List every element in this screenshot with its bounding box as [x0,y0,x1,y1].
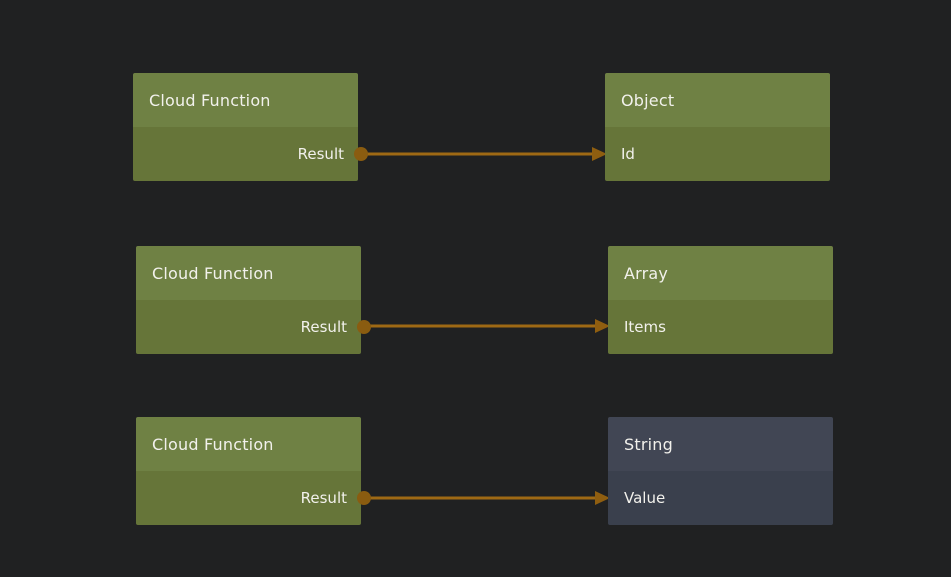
port-label: Id [621,145,635,163]
node-object[interactable]: Object Id [605,73,830,181]
node-cloud-function-2[interactable]: Cloud Function Result [136,246,371,354]
node-header[interactable]: Object [605,73,830,127]
port-result[interactable]: Result [133,127,368,181]
node-title: Object [621,90,675,110]
port-items[interactable]: Items [608,300,833,354]
port-label: Items [624,318,666,336]
port-label: Value [624,489,666,507]
node-cloud-function-1[interactable]: Cloud Function Result [133,73,368,181]
port-label: Result [297,145,344,163]
node-body: Result [133,127,368,181]
connection-result-to-value[interactable] [362,491,610,505]
port-id[interactable]: Id [605,127,830,181]
port-value[interactable]: Value [608,471,833,525]
node-title: Cloud Function [152,263,274,283]
output-port-dot[interactable] [357,491,371,505]
node-header[interactable]: String [608,417,833,471]
node-string[interactable]: String Value [608,417,833,525]
node-title: Cloud Function [149,90,271,110]
node-body: Result [136,471,371,525]
node-header[interactable]: Cloud Function [136,246,361,300]
node-body: Items [608,300,833,354]
node-title: String [624,434,673,454]
output-port-dot[interactable] [354,147,368,161]
node-title: Array [624,263,669,283]
port-result[interactable]: Result [136,471,371,525]
port-result[interactable]: Result [136,300,371,354]
connection-result-to-id[interactable] [360,147,607,161]
node-body: Value [608,471,833,525]
node-header[interactable]: Cloud Function [133,73,358,127]
output-port-dot[interactable] [357,320,371,334]
node-header[interactable]: Array [608,246,833,300]
node-body: Id [605,127,830,181]
connection-result-to-items[interactable] [362,319,610,333]
node-header[interactable]: Cloud Function [136,417,361,471]
node-body: Result [136,300,371,354]
node-title: Cloud Function [152,434,274,454]
node-cloud-function-3[interactable]: Cloud Function Result [136,417,371,525]
node-array[interactable]: Array Items [608,246,833,354]
port-label: Result [300,318,347,336]
port-label: Result [300,489,347,507]
